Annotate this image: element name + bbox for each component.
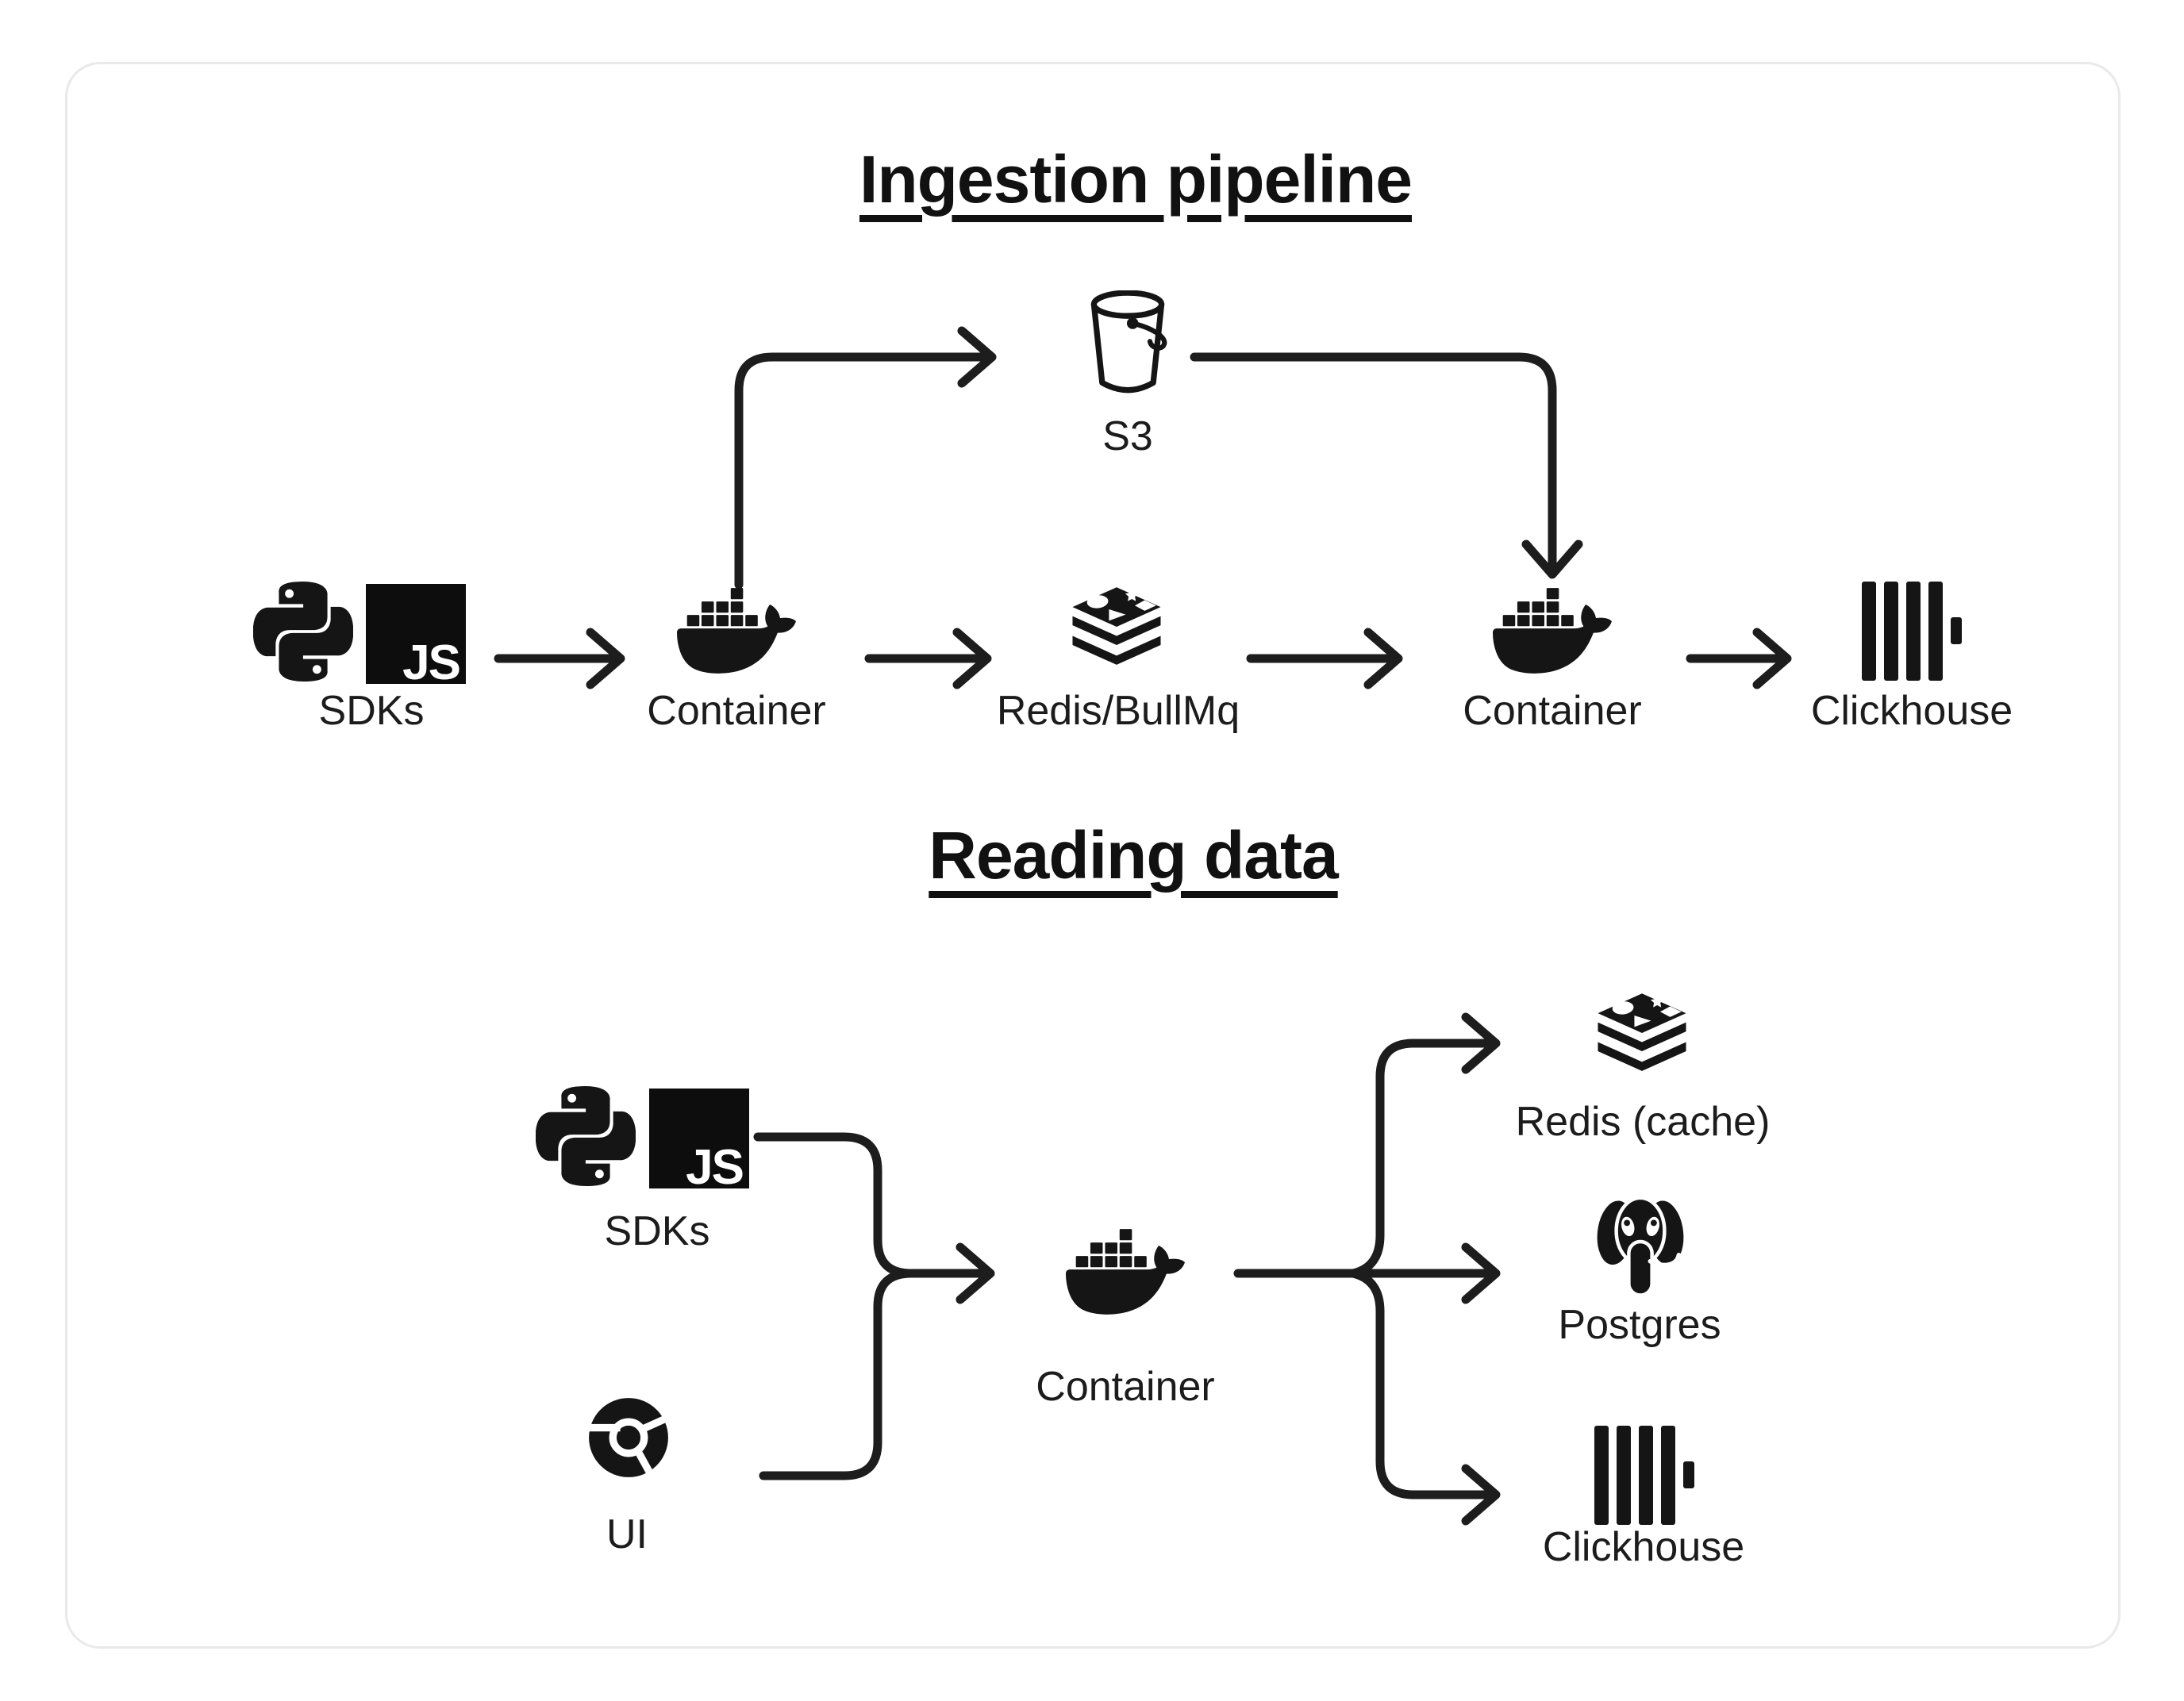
edge-redis-to-container-head	[1363, 628, 1403, 689]
node-label-container-worker: Container	[1463, 688, 1642, 734]
redis-icon	[1063, 587, 1170, 666]
edge-ui-to-api	[759, 1269, 916, 1480]
edge-api-to-redis-cache-head	[1461, 1012, 1501, 1074]
edge-s3-to-container-head	[1521, 539, 1583, 579]
node-label-postgres: Postgres	[1558, 1302, 1721, 1348]
node-label-sdks-reading: SDKs	[604, 1208, 710, 1254]
clickhouse-icon	[1862, 582, 1962, 681]
edge-api-to-clickhouse	[1348, 1269, 1491, 1499]
docker-icon	[1066, 1212, 1185, 1331]
edge-container-to-s3	[734, 352, 989, 589]
edge-merge-to-api-head	[956, 1242, 995, 1304]
node-label-container-ingest: Container	[647, 688, 826, 734]
edge-api-to-clickhouse-head	[1461, 1464, 1501, 1526]
node-label-clickhouse-ingestion: Clickhouse	[1810, 688, 2013, 734]
docker-icon	[1493, 571, 1612, 690]
edge-sdks-to-api	[753, 1132, 916, 1278]
edge-container-to-clickhouse-head	[1752, 628, 1792, 689]
node-label-s3: S3	[1102, 413, 1153, 459]
redis-icon	[1589, 993, 1695, 1073]
s3-bucket-icon	[1088, 290, 1167, 397]
ingestion-title: Ingestion pipeline	[859, 142, 1413, 217]
edge-sdks-to-container-head	[586, 628, 625, 689]
chrome-icon	[587, 1396, 670, 1479]
node-label-ui: UI	[606, 1511, 648, 1557]
postgresql-icon	[1591, 1192, 1690, 1299]
node-label-container-api: Container	[1036, 1364, 1215, 1410]
reading-title: Reading data	[929, 818, 1338, 893]
docker-icon	[677, 571, 796, 690]
diagram-card	[65, 62, 2121, 1649]
javascript-icon: JS	[649, 1089, 749, 1192]
node-label-redis-queue: Redis/BullMq	[996, 688, 1240, 734]
javascript-icon: JS	[366, 584, 466, 687]
edge-container-to-redis-head	[952, 628, 992, 689]
node-label-sdks-ingestion: SDKs	[318, 688, 425, 734]
edge-api-to-redis-cache	[1348, 1039, 1491, 1278]
edge-api-to-postgres-head	[1461, 1242, 1501, 1304]
python-icon	[253, 582, 353, 682]
node-label-clickhouse-reading: Clickhouse	[1542, 1524, 1745, 1570]
clickhouse-icon	[1594, 1426, 1694, 1525]
edge-container-to-s3-head	[957, 326, 997, 388]
node-label-redis-cache: Redis (cache)	[1515, 1099, 1771, 1145]
edge-s3-to-container	[1190, 352, 1557, 570]
python-icon	[536, 1086, 636, 1186]
